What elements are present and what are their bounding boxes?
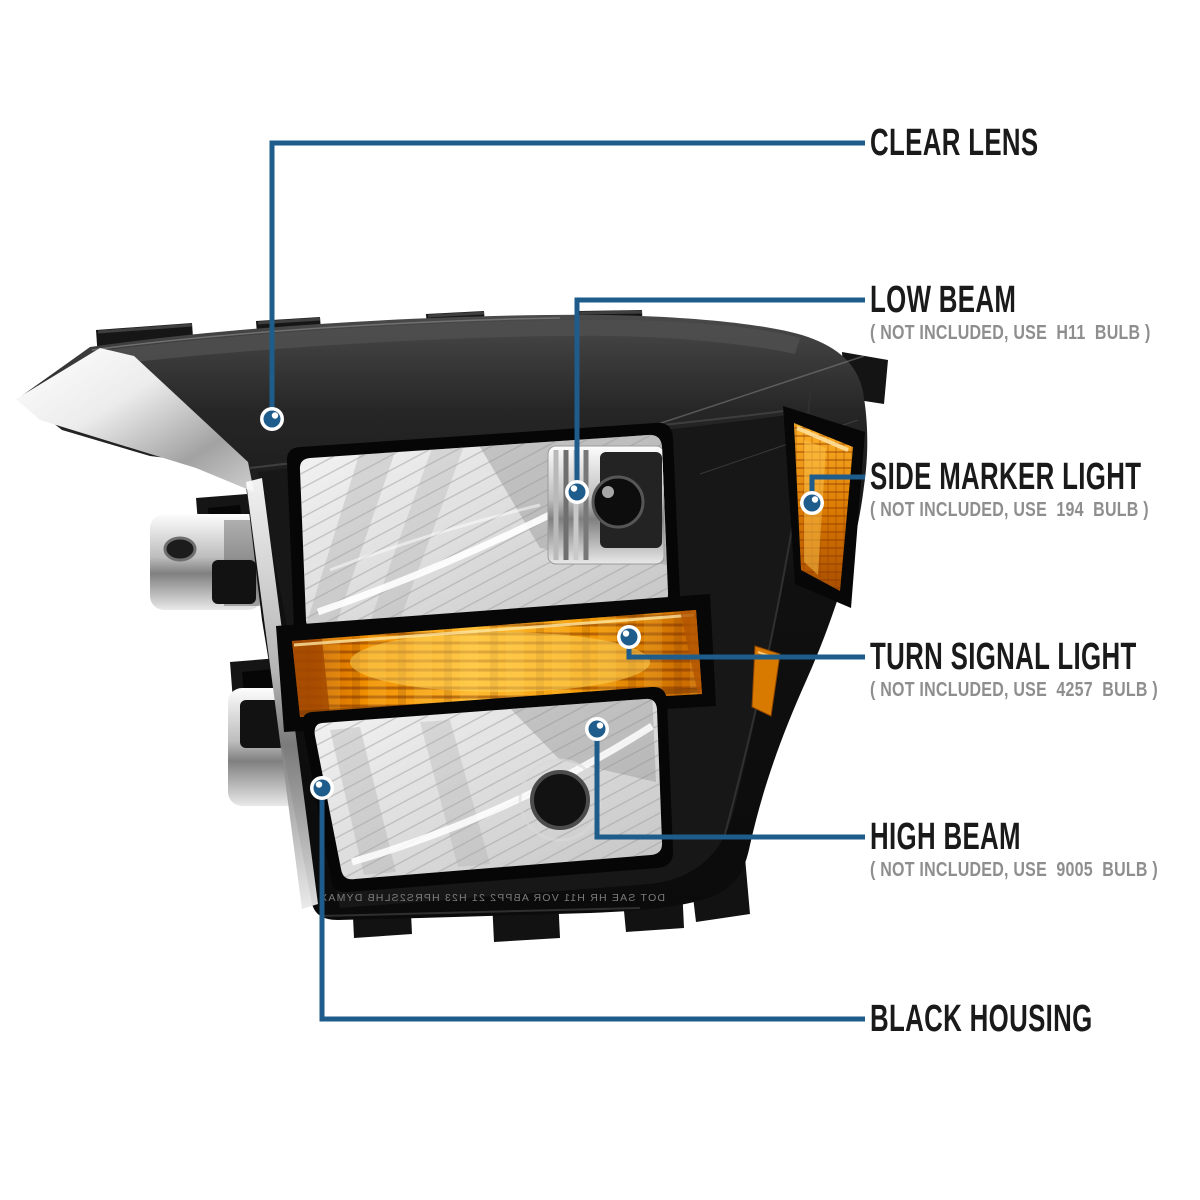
high-beam-bulb-socket bbox=[530, 770, 590, 830]
headlight-illustration: DOT SAE HR H11 VOR ABPP2 21 H23 HPRS2SLH… bbox=[16, 310, 888, 942]
callout-line-black-housing bbox=[319, 788, 865, 1022]
callout-note: ( NOT INCLUDED, USE 194 BULB ) bbox=[870, 499, 1149, 521]
callout-label-clear-lens: CLEAR LENS bbox=[870, 124, 1118, 162]
callout-marker-high-beam bbox=[585, 717, 609, 741]
clear-lens-edge-sliver bbox=[16, 348, 254, 492]
callout-line-clear-lens bbox=[269, 140, 865, 419]
callout-line-high-beam bbox=[594, 729, 865, 840]
callout-title: LOW BEAM bbox=[870, 279, 1017, 321]
callout-marker-clear-lens bbox=[260, 407, 284, 431]
callout-label-black-housing: BLACK HOUSING bbox=[870, 1000, 1197, 1038]
housing-top-hairline bbox=[91, 317, 561, 351]
callout-note: ( NOT INCLUDED, USE 9005 BULB ) bbox=[870, 859, 1158, 881]
callout-marker-turn-signal-light bbox=[617, 625, 641, 649]
callout-title: HIGH BEAM bbox=[870, 816, 1021, 858]
callout-label-side-marker-light: SIDE MARKER LIGHT ( NOT INCLUDED, USE 19… bbox=[870, 458, 1200, 521]
mounting-bracket-upper bbox=[150, 492, 276, 610]
housing-top-gloss bbox=[92, 319, 800, 366]
callout-lines bbox=[269, 140, 865, 1022]
callout-title: SIDE MARKER LIGHT bbox=[870, 456, 1142, 498]
callout-label-high-beam: HIGH BEAM ( NOT INCLUDED, USE 9005 BULB … bbox=[870, 818, 1200, 881]
svg-text:DOT SAE HR H11 VOR ABPP2 21 H2: DOT SAE HR H11 VOR ABPP2 21 H23 HPRS2SLH… bbox=[319, 892, 665, 904]
side-reflector-lower bbox=[751, 645, 781, 717]
callout-label-turn-signal-light: TURN SIGNAL LIGHT ( NOT INCLUDED, USE 42… bbox=[870, 638, 1200, 701]
callout-title: CLEAR LENS bbox=[870, 122, 1039, 164]
callout-marker-black-housing bbox=[310, 776, 334, 800]
callout-note: ( NOT INCLUDED, USE H11 BULB ) bbox=[870, 322, 1151, 344]
callout-note: ( NOT INCLUDED, USE 4257 BULB ) bbox=[870, 679, 1158, 701]
lens-dot-marking: DOT SAE HR H11 VOR ABPP2 21 H23 HPRS2SLH… bbox=[319, 892, 665, 904]
callout-title: BLACK HOUSING bbox=[870, 998, 1093, 1040]
high-beam-lens-detail bbox=[314, 698, 663, 880]
callout-title: TURN SIGNAL LIGHT bbox=[870, 636, 1137, 678]
callout-label-low-beam: LOW BEAM ( NOT INCLUDED, USE H11 BULB ) bbox=[870, 281, 1200, 344]
low-beam-bulb-socket bbox=[591, 475, 645, 529]
callout-markers bbox=[260, 407, 824, 800]
callout-marker-side-marker-light bbox=[800, 491, 824, 515]
callout-line-low-beam bbox=[574, 297, 865, 492]
callout-marker-low-beam bbox=[565, 480, 589, 504]
